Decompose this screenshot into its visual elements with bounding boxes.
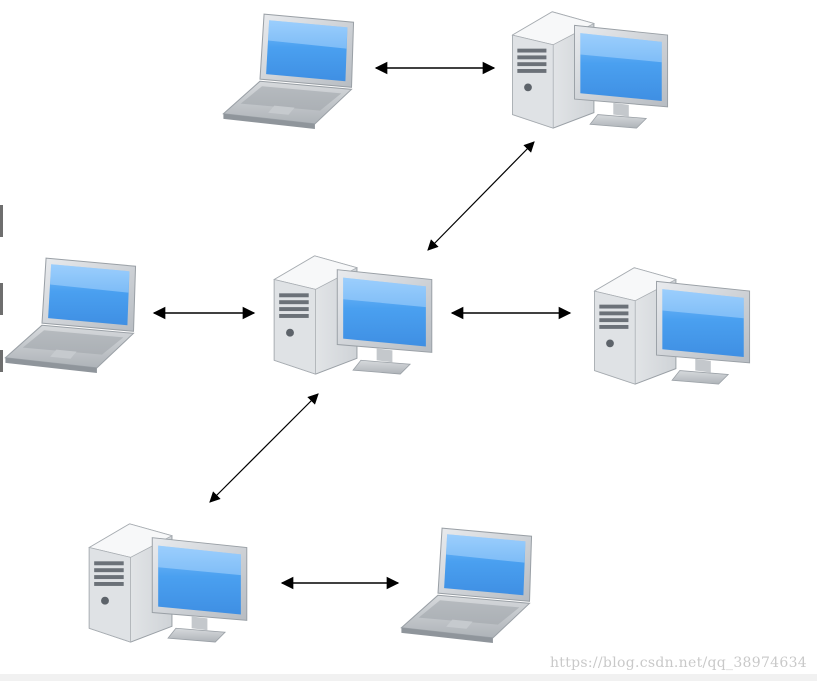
laptop-icon <box>4 257 137 374</box>
edge-artifact <box>0 350 3 372</box>
connection-arrow <box>209 393 319 503</box>
connection-arrow <box>427 141 535 251</box>
edge-artifact <box>0 283 3 315</box>
desktop-computer-icon <box>88 523 248 643</box>
watermark-text: https://blog.csdn.net/qq_38974634 <box>549 655 807 671</box>
laptop-icon <box>400 527 533 644</box>
bottom-band <box>0 674 817 681</box>
desktop-computer-icon <box>593 267 751 385</box>
desktop-computer-icon <box>273 255 433 375</box>
edge-artifact <box>0 205 3 237</box>
laptop-icon <box>222 13 355 130</box>
desktop-computer-icon <box>511 11 669 129</box>
